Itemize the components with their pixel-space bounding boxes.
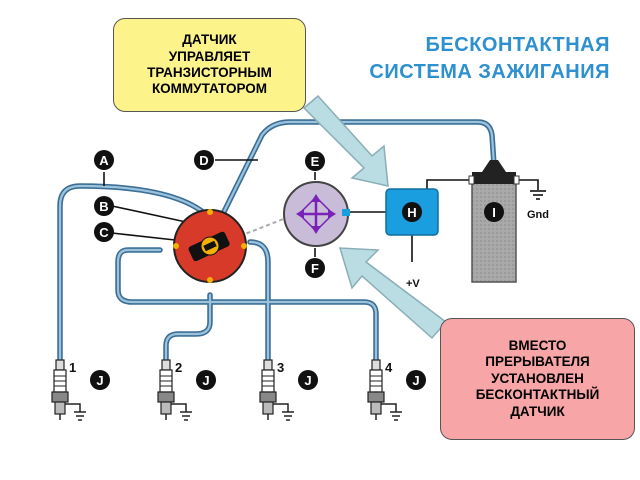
- marker-b: B: [94, 196, 114, 216]
- ignition-coil: [468, 160, 520, 283]
- callout-bottom-line: БЕСКОНТАКТНЫЙ: [475, 387, 600, 403]
- spark-plug-number: 4: [385, 360, 393, 375]
- marker-j: [196, 370, 216, 390]
- sensor-link-dashed: [239, 217, 287, 237]
- callout-bottom-line: ПРЕРЫВАТЕЛЯ: [485, 354, 590, 370]
- wire-plug-4: [115, 247, 379, 371]
- contactless-sensor: [283, 181, 350, 247]
- marker-i: I: [484, 202, 504, 222]
- spark-plug-number: 1: [69, 360, 76, 375]
- diagram-markers: A B C D E F H I: [94, 150, 504, 278]
- svg-text:B: B: [99, 199, 108, 214]
- svg-text:I: I: [492, 205, 496, 220]
- marker-j-label: J: [96, 373, 103, 388]
- svg-text:A: A: [99, 153, 109, 168]
- svg-text:D: D: [199, 153, 208, 168]
- marker-j-label: J: [202, 373, 209, 388]
- arrow-to-module: [302, 94, 389, 187]
- spark-plug-number: 2: [175, 360, 182, 375]
- arrow-to-sensor: [338, 247, 448, 340]
- wire-plug-1: [57, 183, 213, 371]
- high-voltage-wires: [57, 119, 497, 371]
- marker-a: A: [94, 150, 114, 170]
- ground-label: Gnd: [527, 209, 549, 221]
- callout-top-text: ДАТЧИК УПРАВЛЯЕТ ТРАНЗИСТОРНЫМ КОММУТАТО…: [147, 32, 272, 98]
- rotor: [188, 231, 230, 262]
- marker-j-label: J: [412, 373, 419, 388]
- callout-bottom-line: ВМЕСТО: [508, 337, 567, 353]
- spark-plug: 1J: [51, 359, 110, 421]
- spark-plug-number: 3: [277, 360, 284, 375]
- svg-text:F: F: [311, 261, 319, 276]
- distributor-cap: [173, 209, 247, 283]
- callout-bottom-text: ВМЕСТО ПРЕРЫВАТЕЛЯ УСТАНОВЛЕН БЕСКОНТАКТ…: [476, 338, 600, 420]
- marker-h: H: [402, 202, 422, 222]
- callout-top-line: КОММУТАТОРОМ: [151, 81, 268, 97]
- callout-bottom-line: ДАТЧИК: [510, 403, 565, 419]
- marker-d: D: [194, 150, 214, 170]
- leader-c: [111, 232, 185, 242]
- callout-sensor-controls-switch: ДАТЧИК УПРАВЛЯЕТ ТРАНЗИСТОРНЫМ КОММУТАТО…: [113, 18, 306, 112]
- marker-j: [90, 370, 110, 390]
- marker-f: F: [305, 258, 325, 278]
- title-line-2: СИСТЕМА ЗАЖИГАНИЯ: [369, 61, 610, 83]
- callout-top-line: УПРАВЛЯЕТ: [168, 48, 251, 64]
- marker-j: [406, 370, 426, 390]
- ground-symbol: [530, 190, 546, 200]
- leader-b: [111, 205, 187, 223]
- marker-c: C: [94, 222, 114, 242]
- svg-text:E: E: [311, 154, 320, 169]
- spark-plug: 4J: [367, 359, 426, 421]
- wire-plug-3: [247, 239, 271, 371]
- spark-plug: 2J: [157, 359, 216, 421]
- wire-module-to-coil: [426, 179, 478, 190]
- svg-text:C: C: [99, 225, 109, 240]
- callout-top-line: ДАТЧИК: [182, 32, 237, 48]
- marker-j: [298, 370, 318, 390]
- title-line-1: БЕСКОНТАКТНАЯ: [425, 34, 610, 56]
- callout-sensor-instead-of-breaker: ВМЕСТО ПРЕРЫВАТЕЛЯ УСТАНОВЛЕН БЕСКОНТАКТ…: [440, 318, 635, 440]
- svg-text:H: H: [407, 205, 416, 220]
- marker-e: E: [305, 151, 325, 171]
- callout-bottom-line: УСТАНОВЛЕН: [491, 370, 584, 386]
- power-label: +V: [406, 278, 420, 290]
- marker-j-label: J: [304, 373, 311, 388]
- spark-plug: 3J: [259, 359, 318, 421]
- callout-top-line: ТРАНЗИСТОРНЫМ: [147, 65, 272, 80]
- wire-plug-2: [163, 292, 213, 371]
